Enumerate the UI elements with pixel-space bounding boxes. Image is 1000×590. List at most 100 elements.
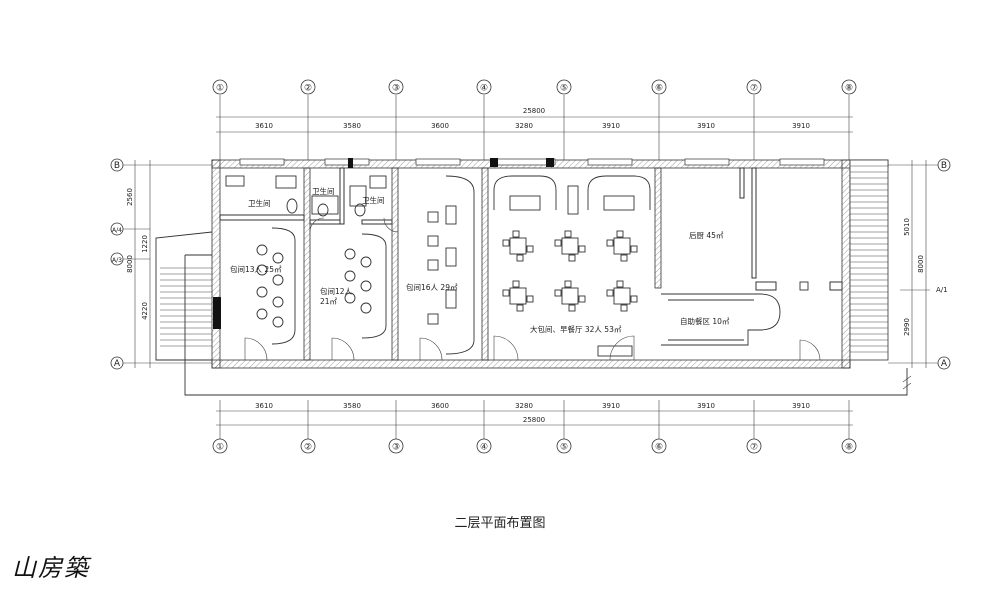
axis-label-right-B: B (941, 161, 947, 171)
axis-bubble-right-A1: A/1 (900, 286, 948, 294)
axis-label-left-B: B (114, 161, 120, 171)
left-axis: B A/4 A/3 A 2560 1220 4220 8000 (110, 158, 212, 370)
top-dimensions: 25800 3610 3580 3600 3280 3910 3910 3910 (216, 107, 853, 133)
door-swings (244, 217, 821, 361)
top-windows (239, 158, 825, 168)
axis-label-top-7: ⑦ (750, 84, 758, 94)
axis-label-left-A3: A/3 (112, 257, 122, 264)
axis-label-top-8: ⑧ (845, 84, 853, 94)
dim-top-span-2: 3580 (343, 122, 361, 130)
axis-bubble-left-A3: A/3 (110, 252, 150, 266)
dim-top-span-7: 3910 (792, 122, 810, 130)
table-set-3 (606, 230, 638, 262)
dim-top-span-1: 3610 (255, 122, 273, 130)
dim-total-bottom: 25800 (523, 416, 545, 424)
dim-bottom-span-7: 3910 (792, 402, 810, 410)
room-label-wc1: 卫生间 (248, 198, 271, 208)
axis-bubble-bottom-1: ① (212, 430, 228, 454)
dim-left-1: 2560 (126, 188, 134, 206)
dim-bottom-span-4: 3280 (515, 402, 533, 410)
dim-top-span-6: 3910 (697, 122, 715, 130)
axis-label-bottom-3: ③ (392, 443, 400, 453)
axis-label-bottom-5: ⑤ (560, 443, 568, 453)
dim-right-2: 2990 (903, 318, 911, 336)
dim-top-span-5: 3910 (602, 122, 620, 130)
dim-left-2: 1220 (141, 235, 149, 253)
room-label-private1: 包间13人 25㎡ (230, 264, 282, 274)
dim-right-1: 5010 (903, 218, 911, 236)
room-label-private3: 包间16人 29㎡ (406, 282, 458, 292)
axis-label-top-2: ② (304, 84, 312, 94)
axis-label-top-6: ⑥ (655, 84, 663, 94)
room-labels: 卫生间 卫生间 卫生间 包间13人 25㎡ 包间12人 21㎡ 包间16人 29… (230, 186, 730, 334)
axis-bubble-top-6: ⑥ (651, 79, 667, 160)
table-set-1 (502, 230, 534, 262)
axis-label-bottom-8: ⑧ (845, 443, 853, 453)
table-set-6 (606, 280, 638, 312)
interior-walls (219, 167, 843, 361)
hall-furniture (493, 175, 651, 357)
axis-label-top-5: ⑤ (560, 84, 568, 94)
room-label-kitchen: 后厨 45㎡ (689, 230, 724, 240)
axis-bubble-bottom-3: ③ (388, 430, 404, 454)
left-stair (155, 231, 912, 396)
axis-label-bottom-1: ① (216, 443, 224, 453)
dim-bottom-span-6: 3910 (697, 402, 715, 410)
axis-bubble-top-7: ⑦ (746, 79, 762, 160)
dim-left-total: 8000 (126, 255, 134, 273)
axis-label-top-4: ④ (480, 84, 488, 94)
axis-label-top-3: ③ (392, 84, 400, 94)
drawing-caption: 二层平面布置图 (454, 516, 546, 531)
brand-logo: 山房築 (12, 554, 90, 582)
axis-bubble-top-8: ⑧ (841, 79, 857, 160)
dim-bottom-span-5: 3910 (602, 402, 620, 410)
room-label-hall: 大包间、早餐厅 32人 53㎡ (530, 324, 622, 334)
dim-bottom-span-2: 3580 (343, 402, 361, 410)
dim-top-span-4: 3280 (515, 122, 533, 130)
table-set-5 (554, 280, 586, 312)
axis-bubble-right-A: A (888, 356, 951, 370)
dim-top-span-3: 3600 (431, 122, 449, 130)
private-room-2-furniture (344, 233, 387, 339)
bottom-axis-bubbles: ① ② ③ ④ ⑤ ⑥ ⑦ ⑧ (212, 430, 857, 454)
axis-label-right-A: A (941, 359, 948, 369)
buffet-counter (661, 281, 809, 346)
axis-label-top-1: ① (216, 84, 224, 94)
table-set-4 (502, 280, 534, 312)
right-stair (849, 159, 889, 361)
axis-bubble-top-2: ② (300, 79, 316, 160)
room-label-wc3: 卫生间 (362, 195, 385, 205)
right-axis: B A/1 A 5010 2990 8000 (888, 158, 951, 370)
axis-bubble-bottom-8: ⑧ (841, 430, 857, 454)
axis-label-bottom-7: ⑦ (750, 443, 758, 453)
axis-label-bottom-6: ⑥ (655, 443, 663, 453)
axis-bubble-left-A4: A/4 (110, 222, 150, 236)
axis-label-left-A: A (114, 359, 121, 369)
private-room-3-furniture (427, 175, 475, 355)
axis-bubble-bottom-4: ④ (476, 430, 492, 454)
room-label-wc2: 卫生间 (312, 186, 335, 196)
dim-left-3: 4220 (141, 302, 149, 320)
axis-bubble-left-A: A (110, 356, 212, 370)
dim-total-top: 25800 (523, 107, 545, 115)
wc-fixtures (225, 175, 387, 217)
dim-bottom-span-3: 3600 (431, 402, 449, 410)
axis-bubble-bottom-7: ⑦ (746, 430, 762, 454)
room-label-private2-line1: 包间12人 (320, 286, 353, 296)
axis-label-bottom-4: ④ (480, 443, 488, 453)
room-label-private2-line2: 21㎡ (320, 297, 338, 306)
axis-bubble-bottom-5: ⑤ (556, 430, 572, 454)
axis-bubble-left-B: B (110, 158, 212, 172)
bottom-dimensions: 3610 3580 3600 3280 3910 3910 3910 25800 (216, 400, 853, 430)
axis-bubble-bottom-2: ② (300, 430, 316, 454)
dim-right-total: 8000 (917, 255, 925, 273)
axis-label-bottom-2: ② (304, 443, 312, 453)
table-set-2 (554, 230, 586, 262)
axis-bubble-right-B: B (888, 158, 951, 172)
axis-bubble-bottom-6: ⑥ (651, 430, 667, 454)
axis-label-left-A4: A/4 (112, 227, 122, 234)
axis-bubble-top-5: ⑤ (556, 79, 572, 160)
top-axis-bubbles: ① ② ③ ④ ⑤ ⑥ ⑦ ⑧ (212, 79, 857, 160)
dim-bottom-span-1: 3610 (255, 402, 273, 410)
axis-label-right-A1: A/1 (936, 286, 948, 294)
